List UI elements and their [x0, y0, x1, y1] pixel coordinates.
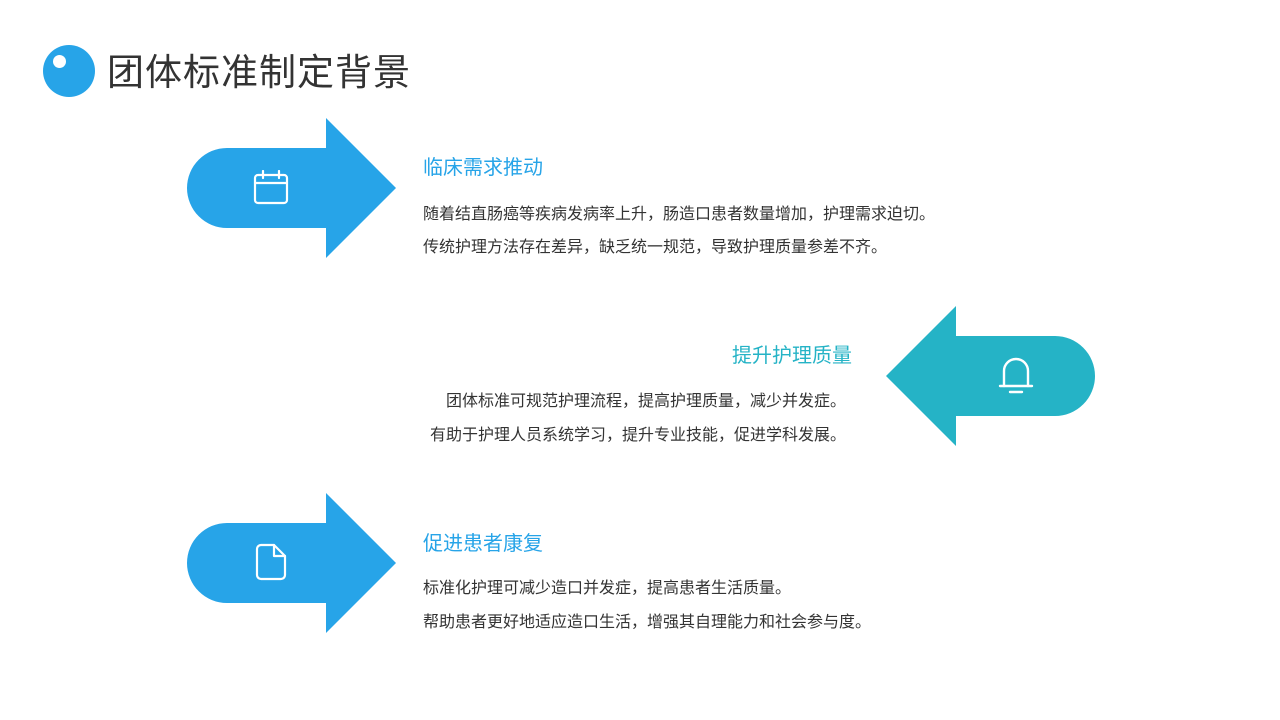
arrow-right-shape-3 [187, 493, 397, 633]
item-2-line-2: 有助于护理人员系统学习，提升专业技能，促进学科发展。 [429, 425, 846, 444]
item-2-line-1: 团体标准可规范护理流程，提高护理质量，减少并发症。 [445, 391, 846, 410]
item-heading-2: 提升护理质量 [732, 343, 852, 367]
item-heading-1: 临床需求推动 [423, 155, 543, 179]
title-bullet-highlight [53, 55, 66, 68]
item-1-line-2: 传统护理方法存在差异，缺乏统一规范，导致护理质量参差不齐。 [423, 237, 888, 256]
title-bullet-icon [43, 45, 95, 97]
arrow-left-shape-2 [886, 306, 1096, 446]
item-heading-3: 促进患者康复 [423, 531, 543, 555]
document-icon [255, 543, 287, 585]
item-3-line-2: 帮助患者更好地适应造口生活，增强其自理能力和社会参与度。 [423, 612, 872, 631]
page-title: 团体标准制定背景 [107, 51, 411, 94]
item-1-line-1: 随着结直肠癌等疾病发病率上升，肠造口患者数量增加，护理需求迫切。 [423, 204, 936, 223]
arrow-right-shape-1 [187, 118, 397, 258]
item-3-line-1: 标准化护理可减少造口并发症，提高患者生活质量。 [423, 578, 792, 597]
calendar-icon [253, 169, 289, 210]
bell-icon [998, 356, 1034, 400]
